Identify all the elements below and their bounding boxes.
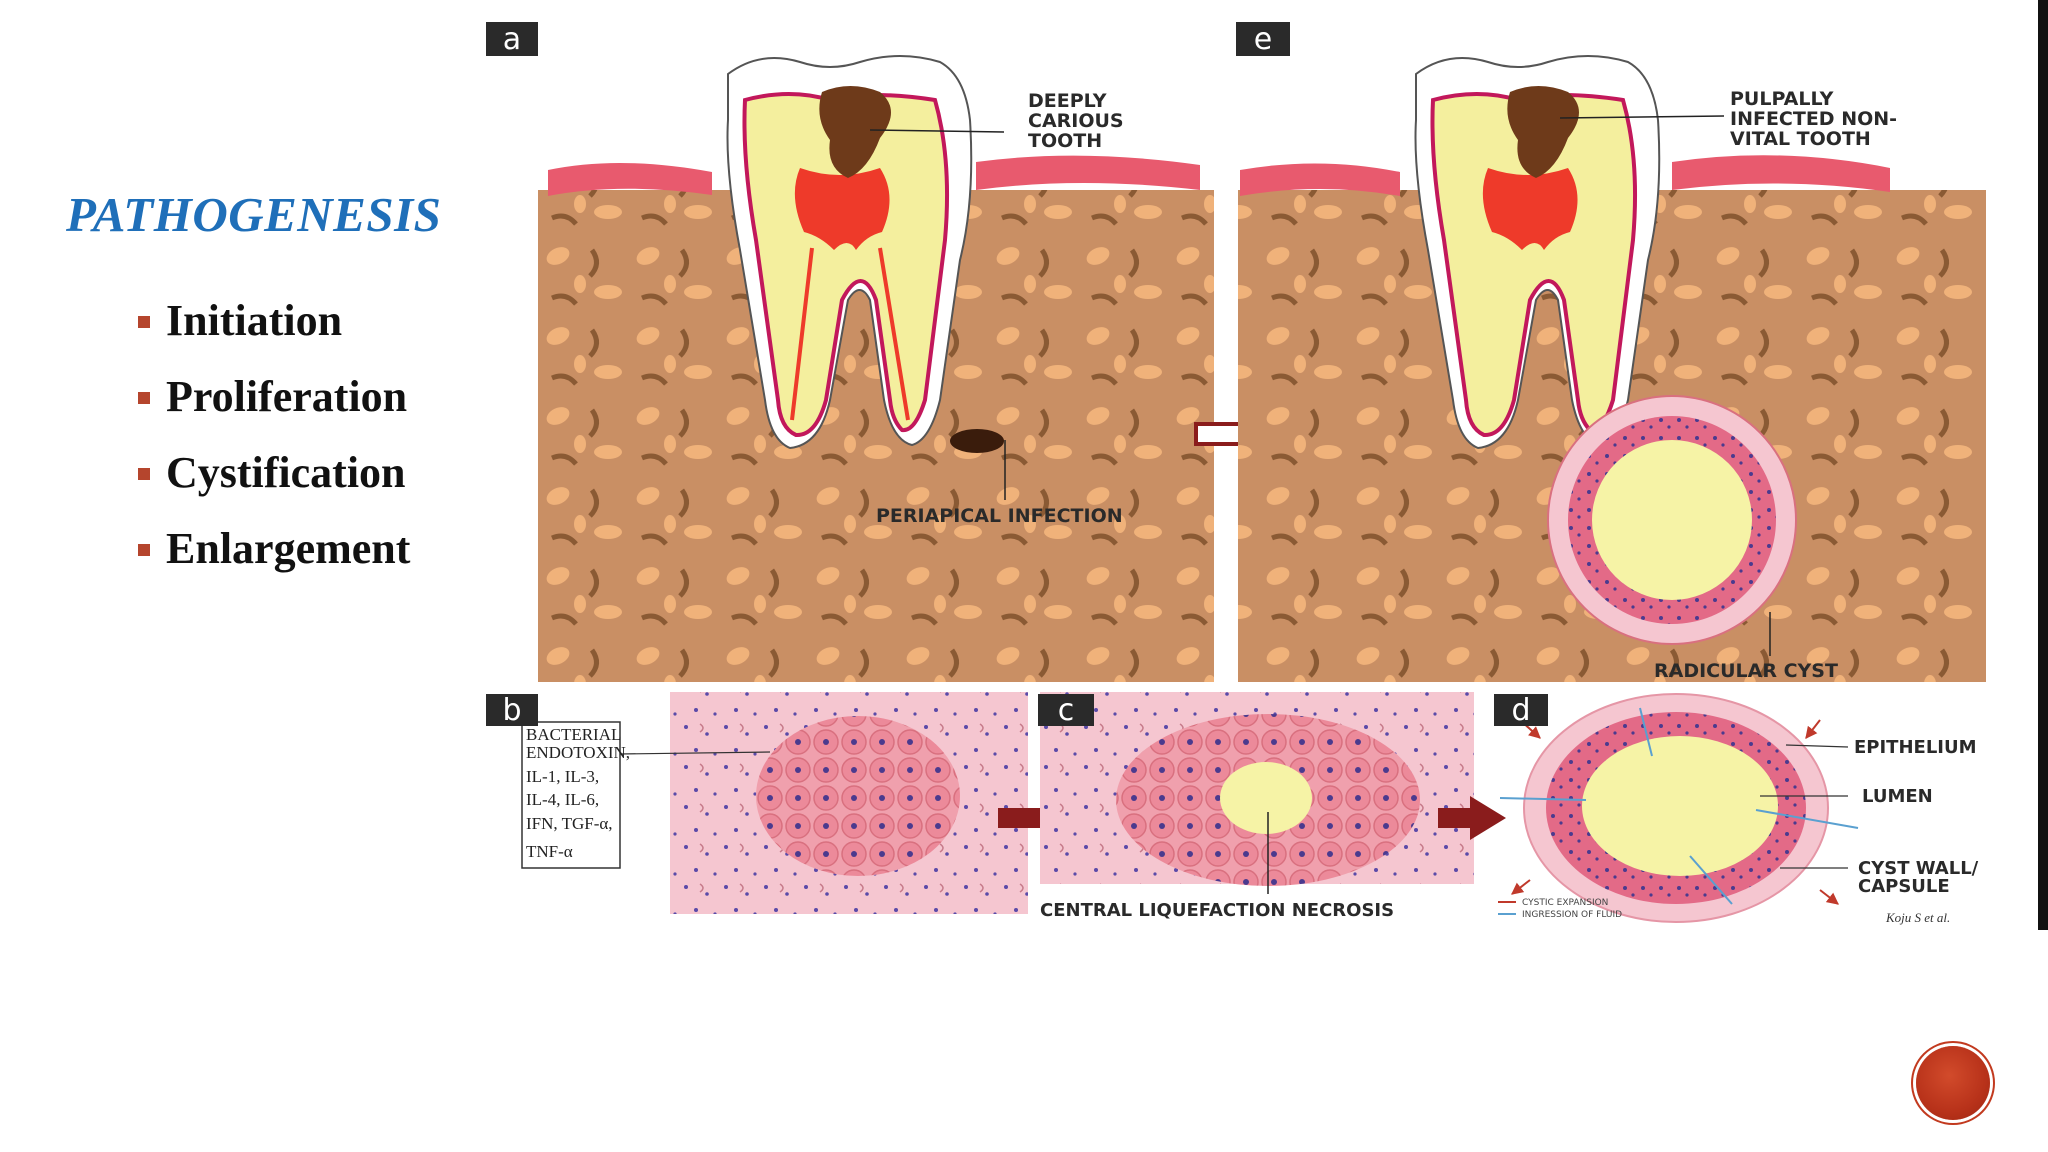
label-infected: INFECTED NON- xyxy=(1730,108,1897,130)
bullet-text: Initiation xyxy=(166,295,343,345)
tooth xyxy=(1414,55,1661,450)
arrow-right-icon xyxy=(1438,796,1506,840)
box-line: IFN, TGF-α, xyxy=(526,814,613,833)
cyst-lumen xyxy=(1582,736,1778,876)
panel-a-letter: a xyxy=(503,22,521,57)
label-lumen: LUMEN xyxy=(1862,786,1933,807)
box-line: TNF-α xyxy=(526,842,573,861)
slide-nav-button[interactable] xyxy=(1916,1046,1990,1120)
panel-c-tag xyxy=(1038,694,1094,726)
label-radicular-cyst: RADICULAR CYST xyxy=(1654,660,1838,682)
slide-title: PATHOGENESIS xyxy=(66,187,442,242)
bullet-text: Cystification xyxy=(166,447,406,497)
box-line: IL-1, IL-3, xyxy=(526,767,599,786)
label-vital-tooth: VITAL TOOTH xyxy=(1730,128,1871,150)
bullet-item: Enlargement xyxy=(138,510,410,586)
panel-b: BACTERIAL ENDOTOXIN, IL-1, IL-3, IL-4, I… xyxy=(486,692,1028,914)
label-epithelium: EPITHELIUM xyxy=(1854,737,1977,758)
bullet-item: Initiation xyxy=(138,282,410,358)
panel-d-tag xyxy=(1494,694,1548,726)
panel-c: CENTRAL LIQUEFACTION NECROSIS c xyxy=(1038,692,1474,921)
panel-d-letter: d xyxy=(1511,693,1530,728)
bullet-square-icon xyxy=(138,392,150,404)
label-deeply: DEEPLY xyxy=(1028,90,1107,112)
box-line: ENDOTOXIN, xyxy=(526,743,630,762)
panel-b-tag xyxy=(486,694,538,726)
panel-b-letter: b xyxy=(502,693,521,728)
label-central-liquefaction-necrosis: CENTRAL LIQUEFACTION NECROSIS xyxy=(1040,900,1394,921)
bullet-square-icon xyxy=(138,316,150,328)
panel-a: DEEPLY CARIOUS TOOTH PERIAPICAL INFECTIO… xyxy=(486,22,1214,682)
panel-e: PULPALLY INFECTED NON- VITAL TOOTH RADIC… xyxy=(1236,22,1986,682)
panel-e-tag xyxy=(1236,22,1290,56)
bullet-square-icon xyxy=(138,544,150,556)
tooth xyxy=(726,55,973,450)
bullet-list: Initiation Proliferation Cystification E… xyxy=(138,282,410,586)
box-line: BACTERIAL xyxy=(526,725,621,744)
bacterial-endotoxin-box xyxy=(521,721,621,869)
label-cyst-wall: CYST WALL/ xyxy=(1858,858,1979,879)
caries xyxy=(819,86,891,178)
slide-edge-bar xyxy=(2038,0,2048,930)
legend-ingression-of-fluid: INGRESSION OF FLUID xyxy=(1522,910,1622,920)
label-tooth: TOOTH xyxy=(1028,130,1102,152)
panel-c-letter: c xyxy=(1058,693,1075,728)
legend-cystic-expansion: CYSTIC EXPANSION xyxy=(1522,898,1608,908)
label-capsule: CAPSULE xyxy=(1858,876,1950,897)
panel-a-tag xyxy=(486,22,538,56)
bullet-item: Cystification xyxy=(138,434,410,510)
gum xyxy=(548,162,712,196)
panel-e-letter: e xyxy=(1254,22,1272,57)
epithelial-cell-cluster xyxy=(756,716,960,876)
label-periapical-infection: PERIAPICAL INFECTION xyxy=(876,505,1123,527)
bullet-text: Proliferation xyxy=(166,371,408,421)
necrotic-center xyxy=(1220,762,1312,834)
panel-d: EPITHELIUM LUMEN CYST WALL/ CAPSULE CYST… xyxy=(1494,693,1979,925)
bullet-text: Enlargement xyxy=(166,523,411,573)
bullet-square-icon xyxy=(138,468,150,480)
radicular-cyst xyxy=(1547,395,1797,645)
periapical-lesion xyxy=(950,429,1004,453)
figure-credit: Koju S et al. xyxy=(1885,910,1950,925)
label-pulpally: PULPALLY xyxy=(1730,88,1834,110)
label-carious: CARIOUS xyxy=(1028,110,1124,132)
bullet-item: Proliferation xyxy=(138,358,410,434)
box-line: IL-4, IL-6, xyxy=(526,790,599,809)
gum xyxy=(976,155,1200,190)
